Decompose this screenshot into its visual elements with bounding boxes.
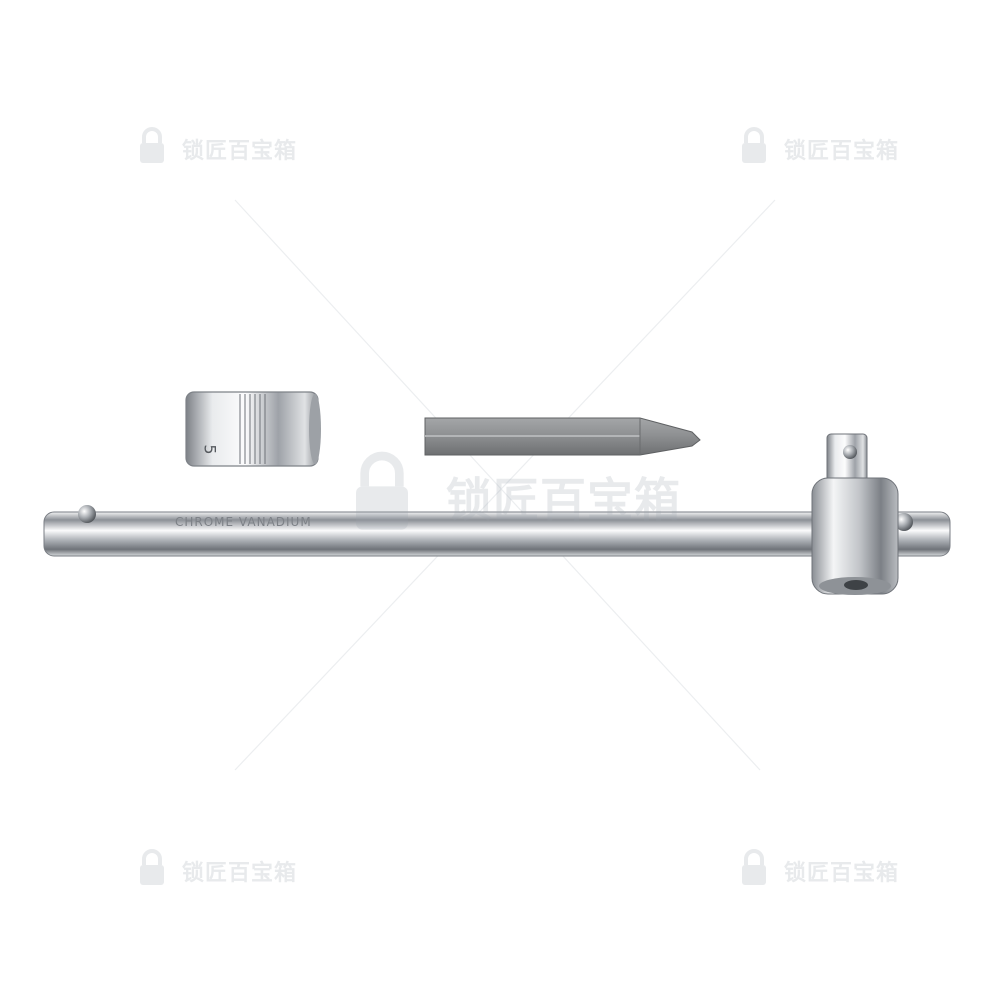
bar-marking: CHROME VANADIUM: [175, 515, 312, 529]
socket-size-label: 5: [200, 444, 220, 455]
t-bar-handle: CHROME VANADIUM: [43, 505, 951, 557]
watermark-lines: [234, 199, 776, 771]
slide-head: [811, 433, 899, 595]
socket: [185, 391, 321, 467]
screwdriver-bit: [424, 417, 701, 456]
